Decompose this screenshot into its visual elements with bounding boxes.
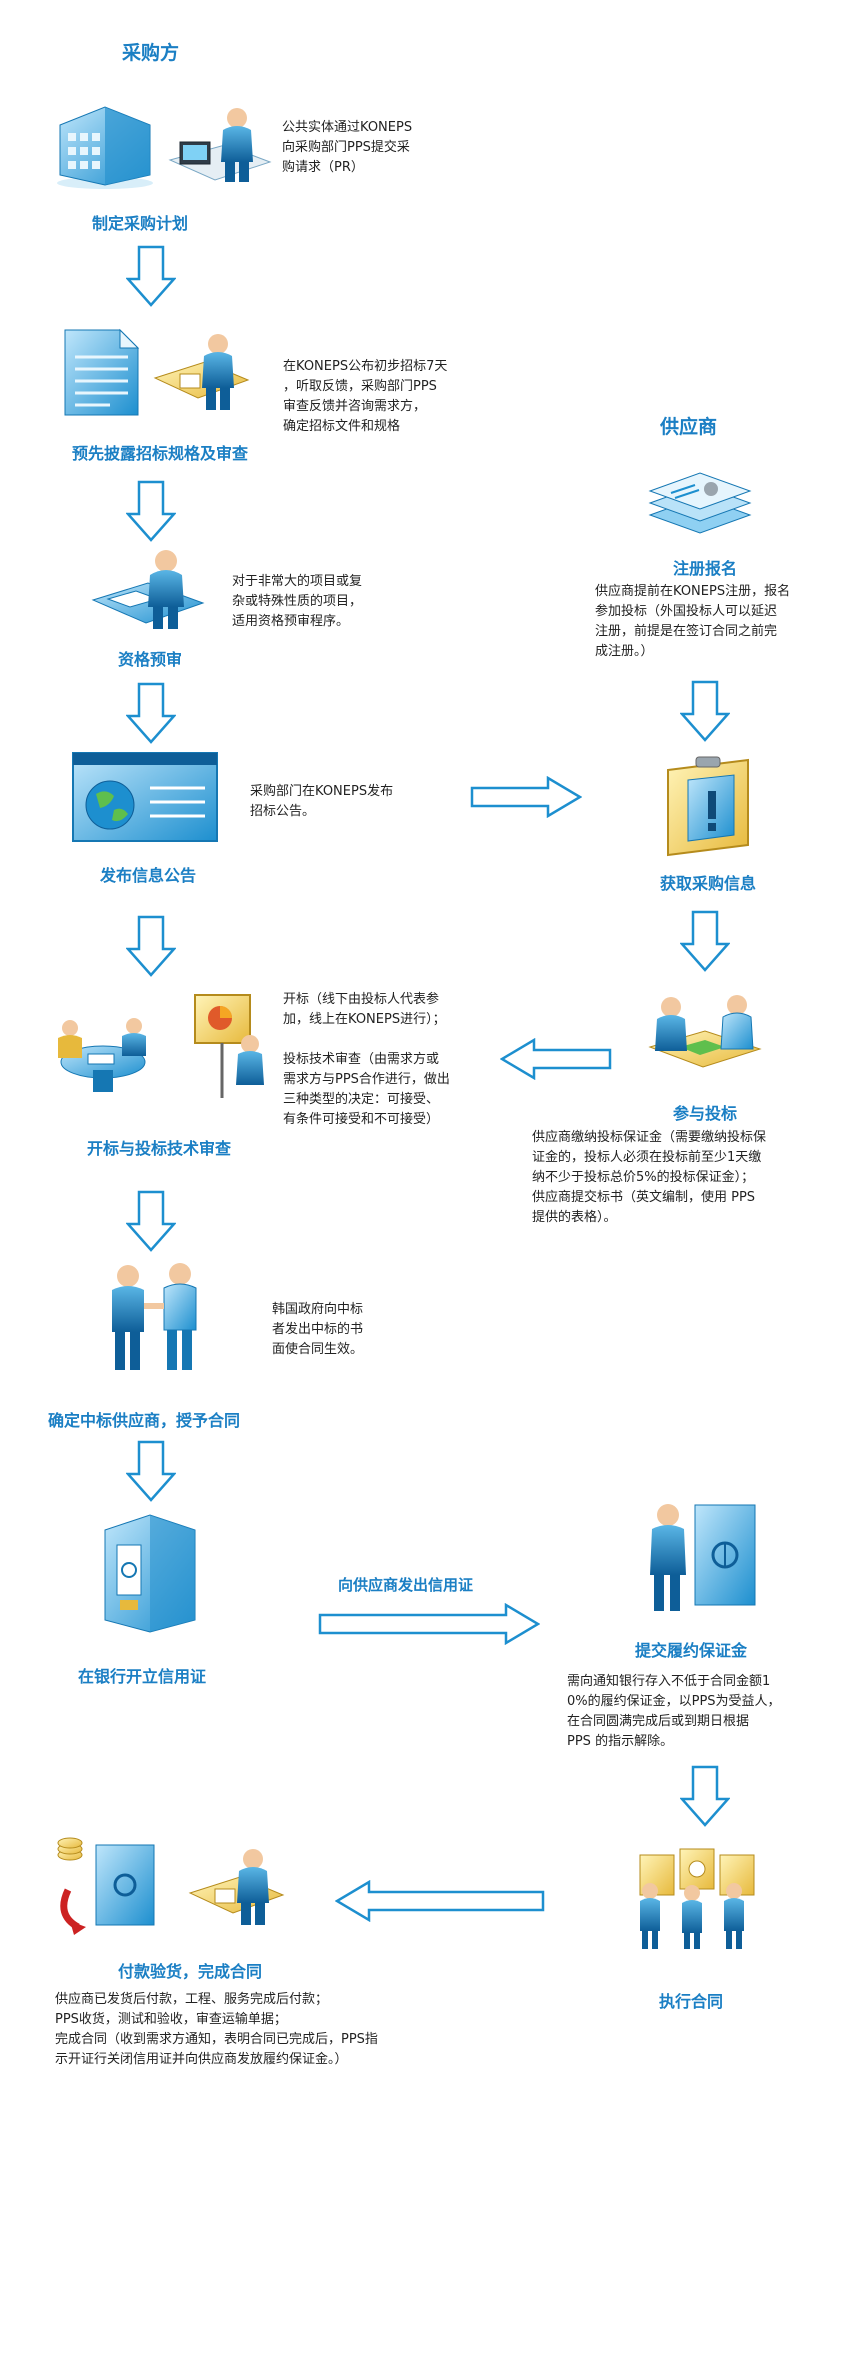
prequal-description: 对于非常大的项目或复 杂或特殊性质的项目， 适用资格预审程序。 [232, 574, 363, 629]
reviewer-at-desk-icon [185, 1845, 285, 1935]
payment-label: 付款验货，完成合同 [118, 1962, 263, 1981]
flow-arrow-right [470, 776, 582, 818]
performance-bond-safe-icon [640, 1495, 760, 1620]
flow-arrow-down [126, 1440, 176, 1502]
flow-arrow-left [500, 1038, 612, 1080]
flow-arrow-down [126, 245, 176, 307]
bank-icon [95, 1510, 205, 1635]
office-building-icon [50, 95, 160, 190]
bid-opening-meeting-icon [48, 1000, 158, 1100]
bid-submission-icon [645, 985, 765, 1085]
bond-label: 提交履约保证金 [635, 1641, 748, 1660]
predisclose-label: 预先披露招标规格及审查 [72, 444, 249, 463]
flow-arrow-down [680, 1765, 730, 1827]
opening-description: 开标（线下由投标人代表参 加，线上在KONEPS进行）； 投标技术审查（由需求方… [283, 992, 450, 1127]
execute-label: 执行合同 [659, 1992, 724, 2011]
award-label: 确定中标供应商，授予合同 [48, 1411, 241, 1430]
plan-label: 制定采购计划 [92, 214, 189, 233]
opening-label: 开标与投标技术审查 [87, 1139, 232, 1158]
prequalification-desk-icon [88, 545, 208, 640]
predisclose-description: 在KONEPS公布初步招标7天 ，听取反馈，采购部门PPS 审查反馈并咨询需求方… [283, 359, 448, 434]
purchaser-header: 采购方 [122, 42, 180, 64]
payment-description: 供应商已发货后付款，工程、服务完成后付款； PPS收货，测试和验收，审查运输单据… [55, 1992, 378, 2067]
payment-safe-icon [48, 1835, 168, 1935]
lc-label: 在银行开立信用证 [78, 1667, 207, 1686]
bid-description: 供应商缴纳投标保证金（需要缴纳投标保 证金的，投标人必须在投标前至少1天缴 纳不… [532, 1130, 767, 1225]
supplier-header: 供应商 [660, 416, 718, 438]
register-description: 供应商提前在KONEPS注册，报名 参加投标（外国投标人可以延迟 注册，前提是在… [595, 584, 791, 659]
bid-label: 参与投标 [673, 1104, 738, 1123]
person-at-computer-icon [165, 100, 275, 195]
contract-execution-icon [630, 1835, 770, 1955]
info-label: 获取采购信息 [660, 874, 757, 893]
lc-arrow-label: 向供应商发出信用证 [338, 1576, 474, 1594]
prequal-label: 资格预审 [118, 650, 183, 669]
bond-description: 需向通知银行存入不低于合同金额1 0%的履约保证金，以PPS为受益人， 在合同圆… [567, 1674, 781, 1749]
web-page-globe-icon [70, 750, 220, 845]
flow-arrow-down [680, 680, 730, 742]
flow-arrow-down [126, 480, 176, 542]
flow-arrow-down [680, 910, 730, 972]
registration-cards-icon [645, 455, 755, 550]
register-label: 注册报名 [673, 559, 738, 578]
flow-arrow-left [335, 1880, 545, 1922]
flow-arrow-right [318, 1603, 540, 1645]
publish-label: 发布信息公告 [100, 866, 197, 885]
reviewer-at-desk-icon [150, 330, 250, 420]
award-description: 韩国政府向中标 者发出中标的书 面使合同生效。 [272, 1302, 364, 1357]
flow-arrow-down [126, 915, 176, 977]
document-icon [60, 325, 142, 420]
presentation-board-icon [190, 990, 270, 1105]
plan-description: 公共实体通过KONEPS 向采购部门PPS提交采 购请求（PR） [282, 120, 413, 175]
flow-arrow-down [126, 682, 176, 744]
publish-description: 采购部门在KONEPS发布 招标公告。 [250, 784, 394, 819]
notice-clipboard-icon [658, 755, 758, 860]
handshake-icon [100, 1260, 210, 1380]
flow-arrow-down [126, 1190, 176, 1252]
